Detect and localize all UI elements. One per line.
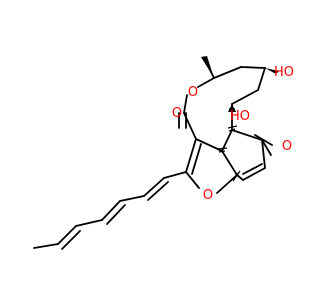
top-hydroxyl: HO — [274, 65, 294, 80]
ring-hydroxyl: HO — [230, 109, 250, 124]
molecule-canvas: O O O O HO HO — [33, 56, 295, 250]
stereo-hashes — [217, 108, 241, 182]
methyl-wedge — [201, 56, 214, 78]
polyene-chain — [33, 171, 187, 250]
structure-diagram: O O O O HO HO — [33, 56, 294, 250]
furan-oxygen: O — [203, 188, 213, 203]
lactone-carbonyl-oxygen: O — [172, 106, 182, 121]
lactone-ring-oxygen: O — [188, 85, 198, 100]
ketone-double-bond — [254, 134, 273, 146]
furan-ring — [185, 138, 238, 194]
cyclohexenone-ring — [231, 129, 272, 181]
ketone-oxygen: O — [282, 139, 292, 154]
ring-hydroxyl-wedge — [228, 104, 236, 112]
hydroxyl-wedge — [265, 68, 279, 74]
